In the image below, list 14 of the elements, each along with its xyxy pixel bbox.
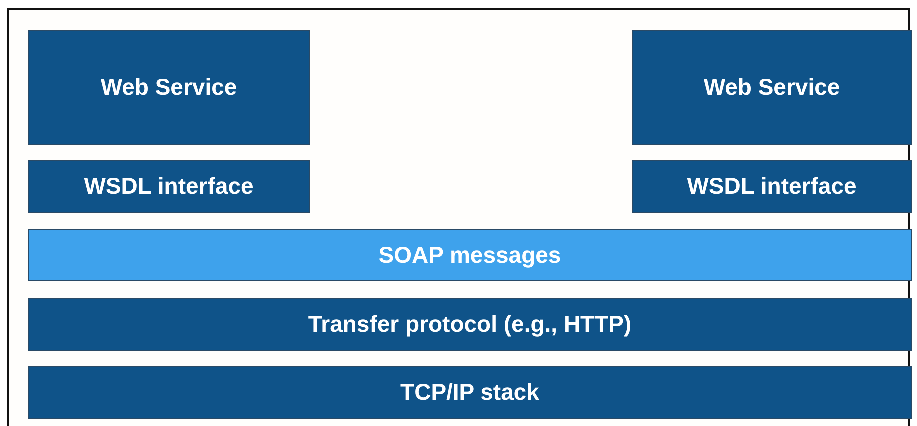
layer-label: SOAP messages bbox=[378, 242, 562, 268]
interface-box bbox=[632, 160, 912, 213]
layer-label: Web Service bbox=[704, 74, 840, 101]
service-box bbox=[28, 30, 310, 145]
layer-label: WSDL interface bbox=[84, 173, 254, 200]
layer-bar bbox=[28, 366, 912, 419]
interface-box bbox=[28, 160, 310, 213]
layer-label: Transfer protocol (e.g., HTTP) bbox=[308, 311, 632, 338]
layer-label: WSDL interface bbox=[687, 173, 857, 200]
layer-bar bbox=[28, 298, 912, 351]
service-box bbox=[632, 30, 912, 145]
layer-label: TCP/IP stack bbox=[400, 379, 540, 406]
layer-bar bbox=[28, 229, 912, 281]
layer-label: Web Service bbox=[100, 74, 238, 101]
